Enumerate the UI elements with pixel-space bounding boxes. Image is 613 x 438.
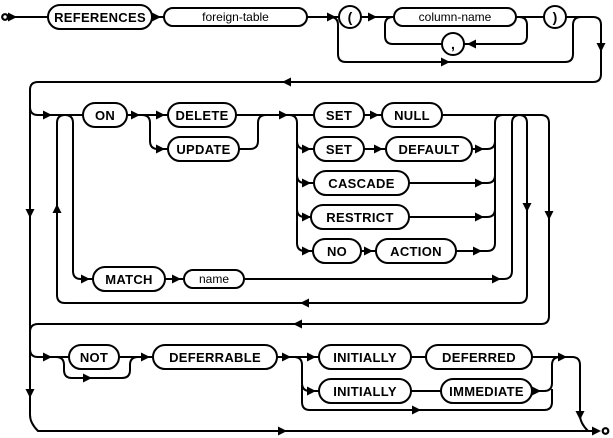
keyword-cascade: CASCADE <box>313 170 410 196</box>
keyword-match: MATCH <box>92 266 166 292</box>
nonterminal-column-name: column-name <box>393 7 517 27</box>
keyword-default: DEFAULT <box>385 136 473 162</box>
keyword-initially-immediate: INITIALLY <box>318 378 412 404</box>
open-paren-terminal: ( <box>338 5 362 29</box>
keyword-no: NO <box>312 238 362 264</box>
keyword-on: ON <box>82 102 128 128</box>
keyword-action: ACTION <box>375 238 457 264</box>
keyword-restrict: RESTRICT <box>310 204 410 230</box>
keyword-set-default: SET <box>313 136 365 162</box>
close-paren-terminal: ) <box>543 5 567 29</box>
nonterminal-foreign-table: foreign-table <box>163 7 308 27</box>
keyword-deferrable: DEFERRABLE <box>152 344 278 370</box>
keyword-set-null: SET <box>313 102 365 128</box>
keyword-delete: DELETE <box>167 102 237 128</box>
keyword-null: NULL <box>381 102 443 128</box>
keyword-deferred: DEFERRED <box>425 344 533 370</box>
keyword-initially-deferred: INITIALLY <box>318 344 412 370</box>
keyword-not: NOT <box>68 344 120 370</box>
end-terminal <box>601 427 610 435</box>
keyword-update: UPDATE <box>167 136 240 162</box>
keyword-immediate: IMMEDIATE <box>440 378 533 404</box>
start-terminal <box>1 13 9 21</box>
comma-terminal: , <box>441 32 465 56</box>
keyword-references: REFERENCES <box>47 4 153 30</box>
nonterminal-name: name <box>183 269 245 289</box>
arrowheads <box>8 12 606 436</box>
